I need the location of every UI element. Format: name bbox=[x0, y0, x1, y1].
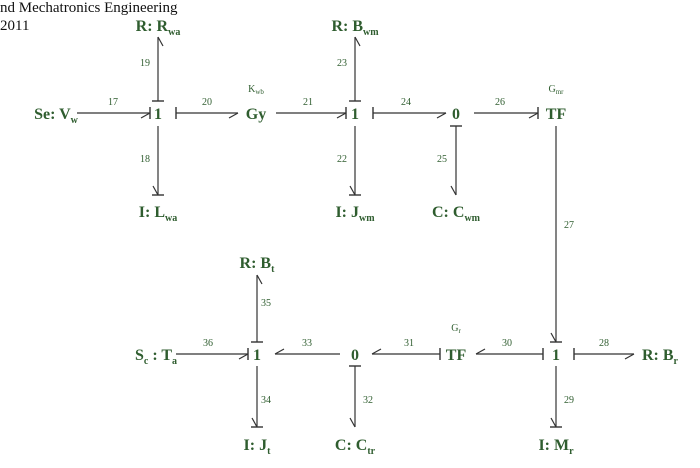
node-r_bwm: R: Bwm bbox=[331, 18, 379, 38]
bond-arrowhead bbox=[354, 36, 361, 47]
bond-arrowhead bbox=[450, 185, 457, 196]
bond-35: 35 bbox=[251, 274, 271, 343]
bond-number: 34 bbox=[261, 395, 271, 406]
node-r_br: R: Br bbox=[642, 347, 679, 367]
bond-21: 21 bbox=[276, 97, 347, 119]
node-gy: Gy bbox=[246, 106, 266, 123]
bond-arrowhead bbox=[371, 348, 382, 355]
bond-number: 36 bbox=[203, 338, 213, 349]
bond-29: 29 bbox=[550, 366, 574, 428]
bond-arrowhead bbox=[228, 112, 239, 119]
node-i_mr: I: Mr bbox=[538, 437, 574, 457]
node-j0_b: 0 bbox=[351, 347, 359, 364]
bond-30: 30 bbox=[475, 338, 544, 360]
bond-arrowhead bbox=[528, 112, 539, 119]
bond-arrowhead bbox=[550, 417, 557, 428]
bond-arrowhead bbox=[140, 112, 151, 119]
bond-number: 23 bbox=[337, 58, 347, 69]
node-j1_a: 1 bbox=[154, 106, 162, 123]
bond-34: 34 bbox=[251, 366, 271, 428]
param-g_r: Gr bbox=[451, 323, 461, 335]
bond-24: 24 bbox=[372, 97, 447, 119]
bond-number: 27 bbox=[564, 220, 574, 231]
header-line-1: nd Mechatronics Engineering bbox=[0, 0, 178, 16]
bond-number: 24 bbox=[401, 97, 411, 108]
bond-number: 25 bbox=[437, 154, 447, 165]
bond-number: 20 bbox=[202, 97, 212, 108]
bond-number: 21 bbox=[303, 97, 313, 108]
bonds-layer: 17 19 18 20 21 23 22 24 25 26 27 28 29 30 31 32 33 35 36 34 bbox=[77, 36, 635, 428]
bond-32: 32 bbox=[349, 365, 373, 428]
bond-number: 18 bbox=[140, 154, 150, 165]
bond-33: 33 bbox=[274, 338, 340, 355]
node-c_ctr: C: Ctr bbox=[335, 437, 376, 457]
bond-number: 28 bbox=[599, 338, 609, 349]
bond-20: 20 bbox=[175, 97, 239, 119]
bond-number: 35 bbox=[261, 298, 271, 309]
bond-number: 19 bbox=[140, 58, 150, 69]
node-j0_a: 0 bbox=[452, 106, 460, 123]
node-sc_ta: Sc : Ta bbox=[135, 347, 177, 367]
bond-26: 26 bbox=[474, 97, 539, 119]
bond-31: 31 bbox=[371, 338, 441, 360]
node-r_rwa: R: Rwa bbox=[136, 18, 181, 38]
bond-number: 33 bbox=[302, 338, 312, 349]
bond-number: 22 bbox=[337, 154, 347, 165]
bond-28: 28 bbox=[573, 338, 635, 360]
bond-arrowhead bbox=[550, 332, 557, 343]
bond-number: 30 bbox=[502, 338, 512, 349]
bond-number: 26 bbox=[495, 97, 505, 108]
bond-22: 22 bbox=[337, 126, 361, 196]
node-j1_c: 1 bbox=[253, 347, 261, 364]
bond-36: 36 bbox=[176, 338, 249, 360]
bond-number: 17 bbox=[108, 97, 118, 108]
bond-arrowhead bbox=[157, 36, 164, 47]
bond-arrowhead bbox=[251, 417, 258, 428]
param-g_mr: Gmr bbox=[548, 84, 564, 96]
bond-23: 23 bbox=[337, 36, 361, 102]
bond-18: 18 bbox=[140, 126, 164, 196]
node-r_bt: R: Bt bbox=[240, 255, 276, 275]
bond-number: 29 bbox=[564, 395, 574, 406]
bond-arrowhead bbox=[436, 112, 447, 119]
bond-arrowhead bbox=[475, 348, 486, 355]
node-tf_r: TF bbox=[446, 347, 467, 364]
node-c_cwm: C: Cwm bbox=[432, 204, 481, 224]
node-tf_mr: TF bbox=[546, 106, 567, 123]
node-j1_d: 1 bbox=[552, 347, 560, 364]
bond-arrowhead bbox=[349, 185, 356, 196]
bond-arrowhead bbox=[152, 185, 159, 196]
bond-arrowhead bbox=[256, 274, 263, 285]
node-i_lwa: I: Lwa bbox=[139, 204, 177, 224]
param-k_wb: Kwb bbox=[248, 84, 264, 96]
bond-25: 25 bbox=[437, 125, 462, 196]
header-line-2: 2011 bbox=[0, 18, 30, 34]
bond-number: 32 bbox=[363, 395, 373, 406]
node-se_vw: Se: Vw bbox=[34, 106, 79, 126]
node-i_jwm: I: Jwm bbox=[335, 204, 375, 224]
node-i_jt: I: Jt bbox=[244, 437, 272, 457]
bond-19: 19 bbox=[140, 36, 164, 102]
bond-arrowhead bbox=[238, 353, 249, 360]
bond-arrowhead bbox=[624, 353, 635, 360]
bond-17: 17 bbox=[77, 97, 151, 119]
bond-27: 27 bbox=[550, 126, 574, 343]
bond-arrowhead bbox=[336, 112, 347, 119]
bond-number: 31 bbox=[404, 338, 414, 349]
node-j1_b: 1 bbox=[351, 106, 359, 123]
bond-arrowhead bbox=[349, 417, 356, 428]
bond-arrowhead bbox=[274, 348, 285, 355]
